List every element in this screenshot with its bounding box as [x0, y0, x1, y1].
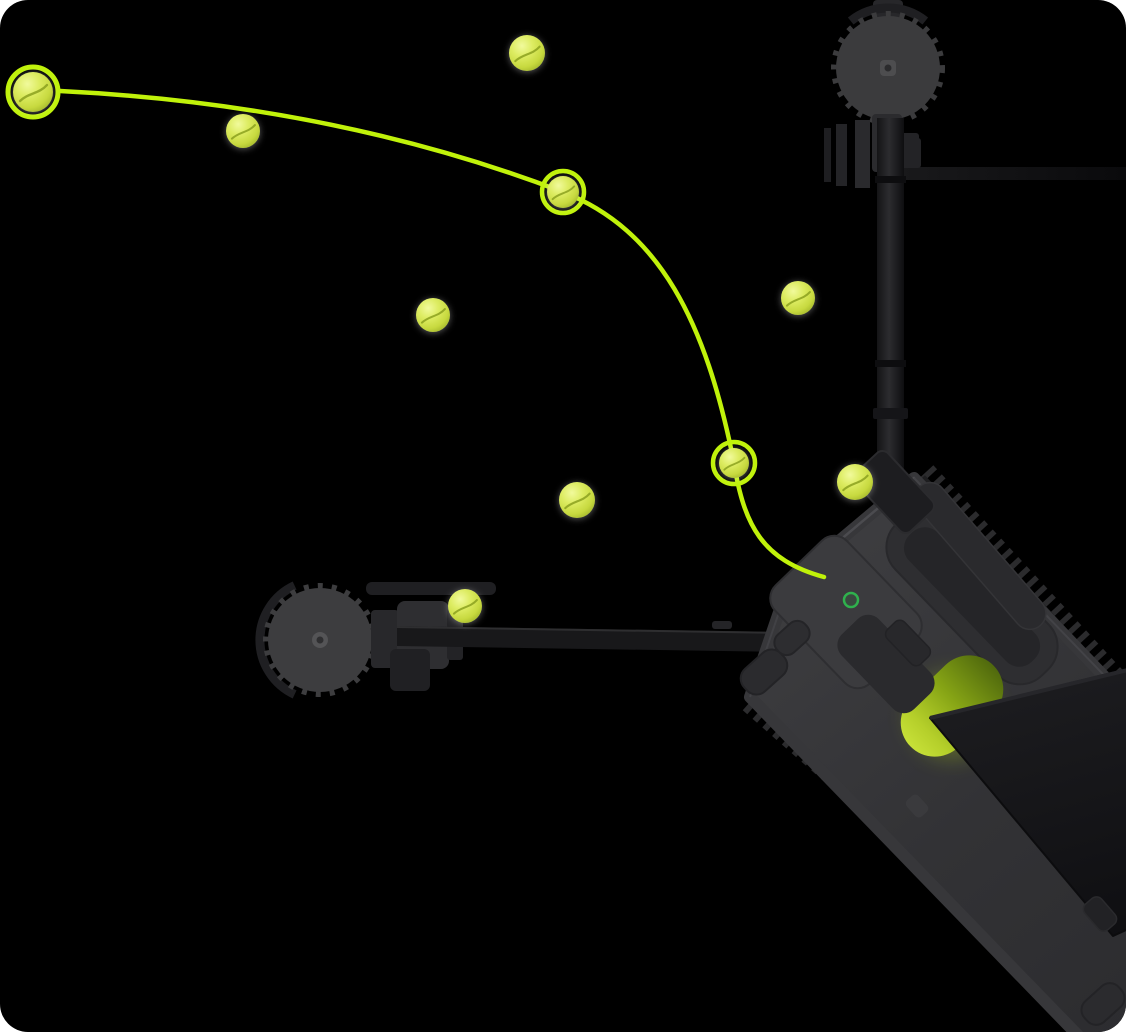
ball-seam: [785, 291, 811, 307]
ball-body: [559, 482, 595, 518]
tennis-ball: [837, 464, 873, 500]
ball-seam: [842, 474, 869, 492]
ball-body: [781, 281, 815, 315]
ball-body: [448, 589, 482, 623]
power-led-ring[interactable]: [842, 591, 860, 609]
tennis-ball: [226, 114, 260, 148]
bag-foot: [1080, 982, 1126, 1026]
vertical-pole: [873, 118, 908, 510]
left-wheel-hub-dot: [316, 636, 324, 644]
axle-slat: [855, 120, 870, 188]
ball-body: [13, 72, 53, 112]
support-strut: [366, 582, 496, 595]
trajectory-highlight-ring: [710, 439, 758, 487]
ball-body: [509, 35, 545, 71]
tennis-ball: [448, 589, 482, 623]
ball-body: [416, 298, 450, 332]
trajectory-ball: [539, 168, 587, 216]
ball-body: [837, 464, 873, 500]
top-wheel-hub-dot: [884, 64, 892, 72]
left-wheel-assembly: [255, 581, 786, 699]
trajectory-ball: [5, 64, 61, 120]
wheel-fender: [255, 581, 297, 699]
pole-collar: [873, 408, 908, 419]
ball-seam: [230, 124, 256, 140]
zipper-clip: [905, 794, 929, 818]
trajectory-highlight-ring: [5, 64, 61, 120]
left-arm-bar-highlight: [396, 626, 786, 634]
pole-joint: [875, 176, 906, 183]
ball-body: [226, 114, 260, 148]
lid-notch: [1082, 896, 1118, 932]
tennis-ball: [781, 281, 815, 315]
bag-lid: [929, 668, 1126, 937]
axle-block-lower: [390, 649, 430, 691]
grip-tab: [884, 619, 932, 667]
axle-slat: [824, 128, 831, 182]
bag-foot: [773, 619, 811, 657]
trajectory-ball: [710, 439, 758, 487]
ball-seam: [452, 599, 478, 615]
ball-body: [547, 176, 579, 208]
ball-seam: [551, 185, 576, 201]
trajectory-arc: [57, 88, 827, 580]
ball-seam: [420, 308, 446, 324]
tennis-balls-layer: [5, 35, 873, 623]
machine-body: [739, 450, 1126, 1032]
axle-slat: [836, 124, 847, 186]
tennis-ball: [559, 482, 595, 518]
ball-seam: [514, 45, 541, 63]
tennis-ball: [509, 35, 545, 71]
axle-block: [899, 138, 921, 168]
tennis-ball: [416, 298, 450, 332]
pole-sleeve: [852, 450, 936, 534]
wheel-fender: [847, 3, 929, 25]
pole-joint: [875, 360, 906, 367]
trajectory-highlight-ring: [539, 168, 587, 216]
ball-seam: [18, 83, 49, 103]
ball-seam: [723, 456, 746, 471]
top-handle-bar: [893, 133, 1126, 180]
ball-seam: [564, 492, 591, 510]
bar-tab: [712, 621, 732, 629]
ball-body: [719, 448, 749, 478]
ball-chute: [900, 655, 1004, 757]
grip-recess: [837, 614, 935, 714]
